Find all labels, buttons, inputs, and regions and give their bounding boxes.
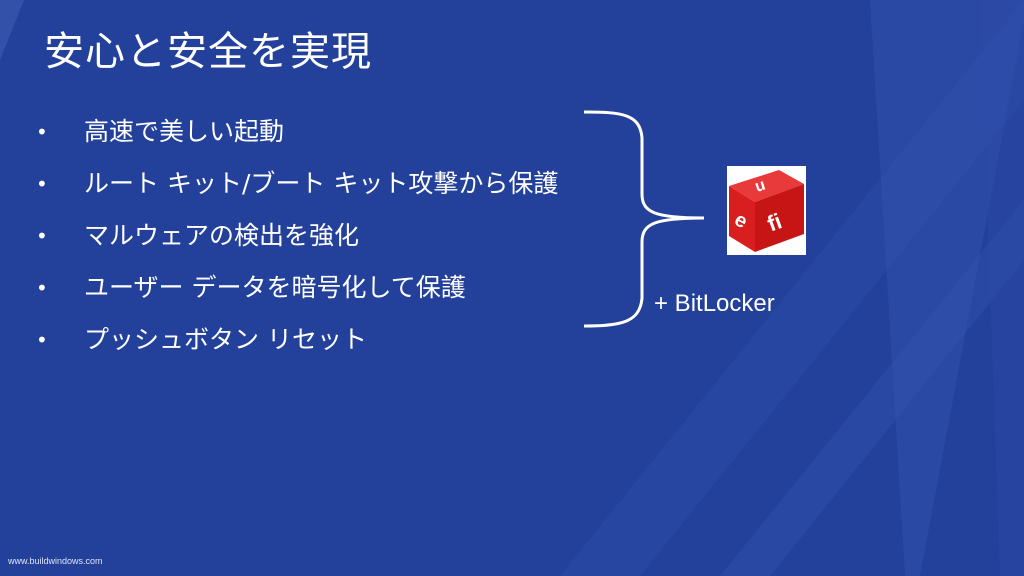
bullet-dot: • (36, 120, 48, 144)
bullet-text: プッシュボタン リセット (84, 325, 367, 354)
bitlocker-label: + BitLocker (654, 290, 775, 317)
bullet-item: • 高速で美しい起動 (36, 116, 584, 148)
bullet-list: • 高速で美しい起動 • ルート キット/ブート キット攻撃から保護 • マルウ… (36, 116, 584, 376)
bullet-text: 高速で美しい起動 (84, 117, 285, 146)
bullet-item: • ユーザー データを暗号化して保護 (36, 272, 584, 304)
bullet-item: • マルウェアの検出を強化 (36, 220, 584, 252)
footer-url: www.buildwindows.com (8, 556, 103, 566)
bullet-item: • ルート キット/ブート キット攻撃から保護 (36, 168, 584, 200)
bullet-dot: • (36, 276, 48, 300)
curly-brace (583, 110, 705, 328)
uefi-logo: u e fi (727, 166, 806, 255)
bullet-item: • プッシュボタン リセット (36, 324, 584, 356)
bullet-text: ルート キット/ブート キット攻撃から保護 (84, 169, 559, 198)
bullet-dot: • (36, 172, 48, 196)
bullet-text: マルウェアの検出を強化 (84, 221, 360, 250)
bullet-text: ユーザー データを暗号化して保護 (84, 273, 466, 302)
bullet-dot: • (36, 224, 48, 248)
uefi-logo-icon: u e fi (729, 170, 804, 252)
bullet-dot: • (36, 328, 48, 352)
slide-title: 安心と安全を実現 (44, 29, 372, 75)
